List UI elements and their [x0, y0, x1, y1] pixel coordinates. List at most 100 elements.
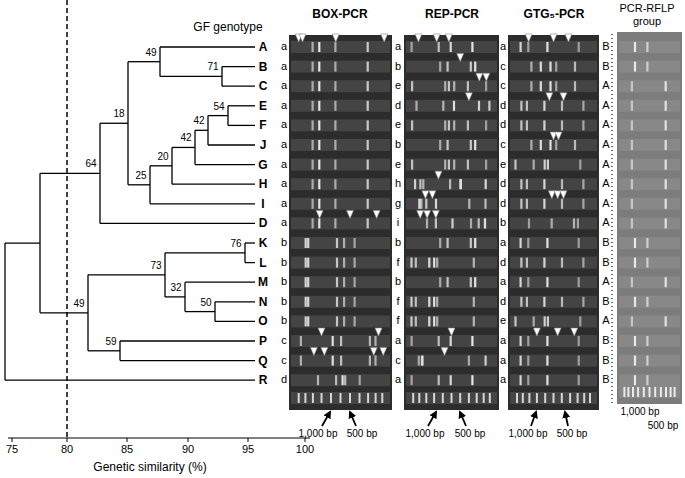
tree-branch — [245, 242, 255, 243]
tree-branch — [172, 147, 195, 148]
gel-band — [367, 160, 369, 170]
bootstrap-value: 50 — [199, 297, 212, 308]
lane-letter: a — [281, 100, 287, 112]
gel-band — [631, 140, 633, 150]
ladder-band — [665, 387, 667, 397]
gel-band — [578, 42, 580, 52]
band-pointer — [560, 93, 567, 101]
tree-branch — [128, 184, 150, 185]
gel-band — [520, 336, 522, 346]
gel-band — [318, 42, 320, 52]
genotype-label: G — [258, 158, 267, 171]
gel-lane — [291, 139, 390, 151]
gel-band — [471, 42, 473, 52]
gel-lane — [619, 217, 680, 229]
gel-band — [526, 101, 528, 111]
gel-band — [468, 356, 470, 366]
lane-letter: b — [395, 237, 401, 249]
gel-lane — [510, 355, 597, 367]
gel-band — [426, 218, 428, 228]
ladder-band — [476, 393, 478, 403]
lane-letter: e — [500, 316, 506, 328]
gel-band — [582, 258, 584, 268]
bootstrap-value: 59 — [104, 337, 117, 348]
gel-band — [646, 336, 648, 346]
marker-size-label: 1,000 bp — [299, 429, 338, 440]
lane-letter: e — [500, 159, 506, 171]
band-pointer — [332, 34, 339, 42]
gel-band — [374, 356, 376, 366]
ladder-band — [442, 393, 444, 403]
gel-band — [485, 356, 487, 366]
gel-band — [646, 42, 648, 52]
gel-band — [307, 258, 309, 268]
column-title: REP-PCR — [425, 8, 479, 21]
bootstrap-value: 49 — [72, 299, 85, 310]
gel-lane — [510, 61, 597, 73]
gel-lane — [406, 198, 497, 210]
tree-branch — [40, 173, 100, 174]
gel-band — [336, 316, 338, 326]
gel-band — [555, 140, 557, 150]
gel-band — [354, 316, 356, 326]
lane-letter: d — [395, 100, 401, 112]
gel-lane — [510, 100, 597, 112]
gel-band — [447, 140, 449, 150]
gel-lane — [510, 374, 597, 386]
gel-band — [578, 356, 580, 366]
gel-panel — [508, 35, 599, 410]
ladder-band — [536, 393, 538, 403]
gel-band — [646, 258, 648, 268]
ladder-band — [468, 393, 470, 403]
ladder-band — [489, 393, 491, 403]
gel-lane — [619, 374, 680, 386]
cutoff-line — [66, 0, 68, 438]
ladder-band — [349, 393, 351, 403]
gel-band — [470, 277, 472, 287]
gel-band — [318, 140, 320, 150]
gel-lane — [619, 178, 680, 190]
band-pointer — [429, 191, 436, 199]
gel-panel — [404, 35, 499, 410]
band-pointer — [565, 34, 572, 42]
band-pointer — [435, 171, 442, 179]
lane-letter: a — [395, 41, 401, 53]
ladder-lane — [291, 392, 390, 404]
gel-lane — [510, 41, 597, 53]
tree-branch — [165, 252, 245, 253]
ladder-band — [375, 393, 377, 403]
bootstrap-value: 64 — [84, 159, 97, 170]
gel-band — [307, 297, 309, 307]
gel-band — [422, 356, 424, 366]
lane-letter: B — [602, 374, 609, 386]
gel-band — [665, 218, 667, 228]
gel-lane — [619, 355, 680, 367]
axis-ticks — [12, 438, 305, 442]
gel-band — [334, 160, 336, 170]
gel-band — [478, 101, 480, 111]
gel-band — [332, 336, 334, 346]
gel-band — [561, 179, 563, 189]
gel-band — [334, 62, 336, 72]
bootstrap-value: 42 — [179, 133, 192, 144]
column-title: GTG₅-PCR — [524, 8, 585, 21]
band-pointer — [381, 34, 388, 42]
genotype-label: A — [259, 41, 268, 54]
gel-band — [514, 160, 516, 170]
gel-band — [665, 179, 667, 189]
axis-line — [8, 438, 310, 439]
gel-band — [312, 179, 314, 189]
bootstrap-value: 25 — [134, 171, 147, 182]
gel-band — [433, 258, 435, 268]
gel-band — [527, 336, 529, 346]
gel-band — [343, 258, 345, 268]
gel-band — [561, 258, 563, 268]
gel-band — [582, 101, 584, 111]
gel-band — [574, 140, 576, 150]
tree-branch — [195, 130, 208, 131]
gel-band — [438, 375, 440, 385]
gel-band — [438, 42, 440, 52]
lane-letter: B — [602, 335, 609, 347]
ladder-lane — [619, 386, 680, 398]
gel-band — [520, 297, 522, 307]
